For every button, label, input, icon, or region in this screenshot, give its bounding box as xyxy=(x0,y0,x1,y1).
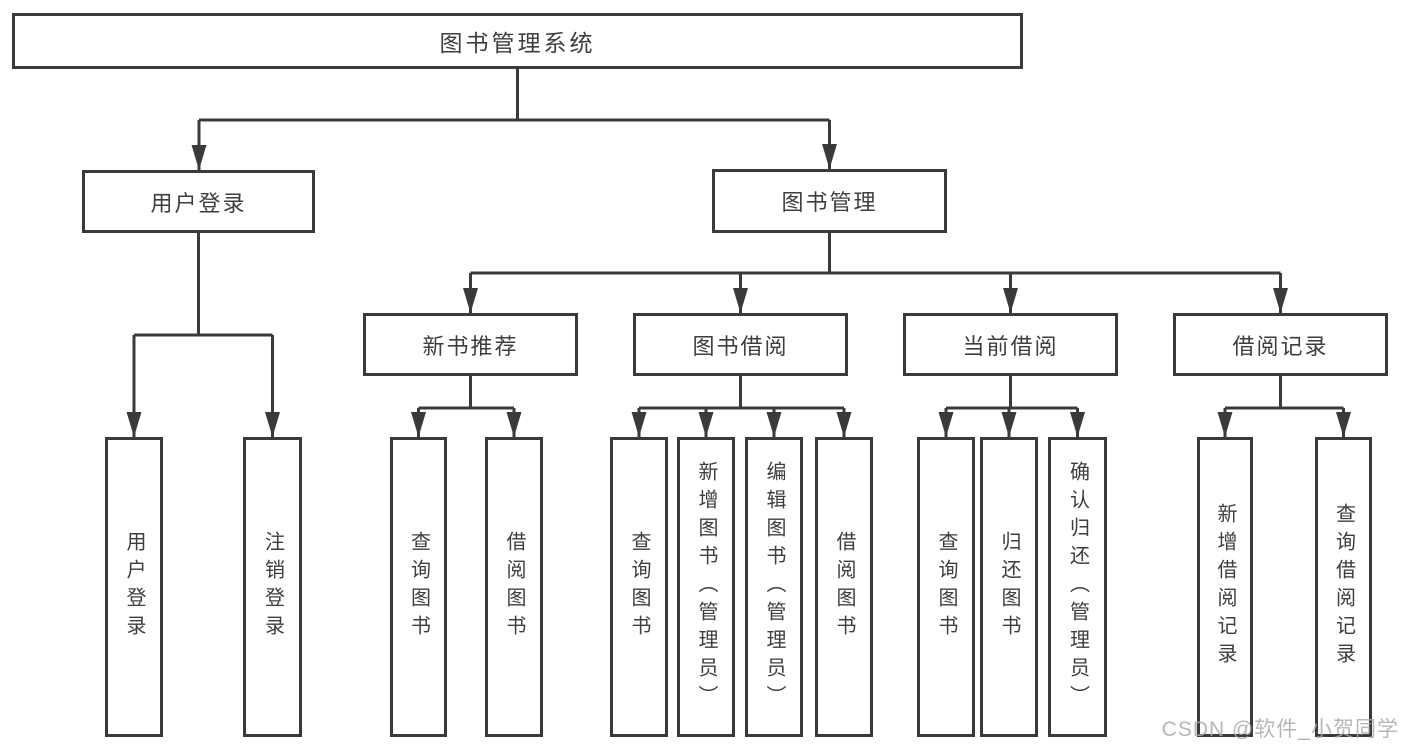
edge-root-to-level2 xyxy=(197,69,831,170)
edge-new-book-children xyxy=(417,376,516,437)
edge-book-borrow-children xyxy=(637,376,846,437)
node-book-management: 图书管理 xyxy=(712,169,947,233)
arrowhead-icon xyxy=(463,288,478,313)
arrowhead-icon xyxy=(631,412,647,437)
node-borrow-records: 借阅记录 xyxy=(1173,313,1388,376)
arrowhead-icon xyxy=(1003,288,1018,313)
leaf-query-books-recommend: 查询图书 xyxy=(390,437,447,737)
leaf-logout: 注销登录 xyxy=(243,437,302,737)
node-user-login: 用户登录 xyxy=(82,170,315,233)
edge-current-borrow-children xyxy=(944,376,1079,437)
node-book-borrow: 图书借阅 xyxy=(633,313,848,376)
leaf-user-login: 用户登录 xyxy=(105,437,163,737)
leaf-confirm-return-admin: 确认归还（管理员） xyxy=(1048,437,1107,737)
arrowhead-icon xyxy=(836,412,852,437)
arrowhead-icon xyxy=(411,412,426,437)
leaf-query-books-borrow: 查询图书 xyxy=(610,437,668,737)
leaf-query-borrow-record: 查询借阅记录 xyxy=(1315,437,1372,737)
node-user-login-label: 用户登录 xyxy=(150,190,247,216)
node-book-borrow-label: 图书借阅 xyxy=(692,333,789,359)
node-borrow-records-label: 借阅记录 xyxy=(1232,333,1329,359)
arrowhead-icon xyxy=(506,412,522,437)
arrowhead-icon xyxy=(1001,412,1017,437)
arrowhead-icon xyxy=(1070,412,1085,437)
node-book-management-label: 图书管理 xyxy=(781,190,878,215)
leaf-query-books-current: 查询图书 xyxy=(917,437,975,737)
arrowhead-icon xyxy=(1217,412,1233,437)
node-new-book-recommend: 新书推荐 xyxy=(363,313,578,376)
leaf-borrow-books: 借阅图书 xyxy=(815,437,873,737)
arrowhead-icon xyxy=(265,412,280,437)
arrowhead-icon xyxy=(766,412,782,437)
leaf-edit-book-admin: 编辑图书（管理员） xyxy=(745,437,803,737)
tree-edges xyxy=(132,69,1345,437)
leaf-borrow-books-recommend: 借阅图书 xyxy=(485,437,543,737)
arrowhead-icon xyxy=(1336,412,1351,437)
arrowhead-icon xyxy=(822,144,837,169)
node-root: 图书管理系统 xyxy=(12,13,1023,69)
node-current-borrow: 当前借阅 xyxy=(903,313,1118,376)
leaf-add-book-admin: 新增图书（管理员） xyxy=(677,437,735,737)
arrowhead-icon xyxy=(191,145,207,170)
edge-user-login-children xyxy=(132,233,274,437)
arrowhead-icon xyxy=(938,412,954,437)
node-current-borrow-label: 当前借阅 xyxy=(962,333,1059,359)
leaf-return-books: 归还图书 xyxy=(980,437,1038,737)
arrowhead-icon xyxy=(126,412,142,437)
node-new-book-recommend-label: 新书推荐 xyxy=(422,333,519,359)
arrowhead-icon xyxy=(1273,288,1288,313)
arrowheads xyxy=(126,144,1351,437)
arrowhead-icon xyxy=(733,288,748,313)
edge-borrow-record-children xyxy=(1223,376,1345,437)
node-root-label: 图书管理系统 xyxy=(439,30,596,56)
leaf-add-borrow-record: 新增借阅记录 xyxy=(1197,437,1253,737)
arrowhead-icon xyxy=(698,412,714,437)
edge-book-management-children xyxy=(469,233,1282,313)
